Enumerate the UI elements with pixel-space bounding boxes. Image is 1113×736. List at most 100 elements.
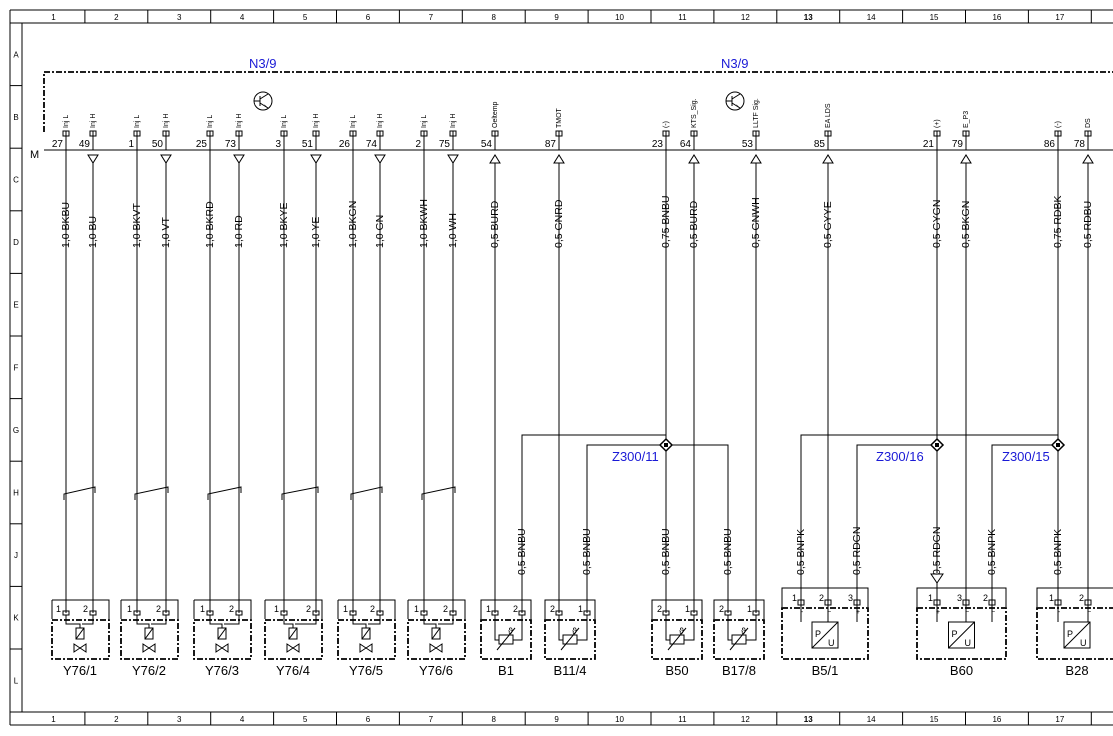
pin-arrow-down-icon	[87, 154, 99, 164]
ecu-n3-9[interactable]: N3/9 N3/9 M	[30, 56, 1113, 161]
solenoid-coil-icon	[431, 627, 441, 640]
pin-number: 75	[439, 139, 451, 150]
pin-socket	[933, 130, 941, 137]
column-number: 5	[303, 13, 308, 22]
row-letter: F	[14, 363, 19, 372]
transducer-u: U	[828, 638, 835, 648]
row-letter: L	[14, 676, 19, 685]
component-name: Y76/1	[63, 663, 97, 678]
comp-pin-number: 1	[792, 593, 797, 603]
comp-pin-number: 1	[486, 604, 491, 614]
pin-signal: Oeltemp	[492, 101, 499, 128]
comp-pin-number: 1	[747, 604, 752, 614]
thermistor-icon	[669, 634, 685, 645]
component-name: Y76/6	[419, 663, 453, 678]
comp-pin-number: 2	[1079, 593, 1084, 603]
component-housing	[193, 619, 252, 660]
row-letter: H	[13, 489, 19, 498]
connector-outline	[713, 599, 765, 619]
row-letter: G	[13, 426, 19, 435]
transducer-icon	[948, 621, 975, 649]
connector-outline	[1036, 587, 1113, 607]
valve-icon	[429, 643, 443, 653]
pin-socket	[312, 130, 320, 137]
solenoid-coil-icon	[75, 627, 85, 640]
pin-socket	[824, 130, 832, 137]
pin-socket	[662, 130, 670, 137]
comp-pin-number: 1	[414, 604, 419, 614]
column-number: 15	[930, 715, 939, 724]
solenoid-coil-icon	[431, 627, 441, 640]
pin-number: 2	[415, 139, 421, 150]
column-number: 15	[930, 13, 939, 22]
component-name: B50	[665, 663, 688, 678]
internal-wire	[295, 615, 317, 625]
transducer-p: P	[815, 629, 821, 639]
pin-signal: Inj L	[281, 115, 288, 128]
pin-arrow-down-icon	[447, 154, 459, 164]
pin-socket	[206, 130, 214, 137]
thermistor-icon	[667, 627, 687, 651]
pin-signal: Inj H	[313, 114, 320, 128]
component-housing	[781, 607, 869, 660]
internal-wire	[151, 615, 167, 625]
column-number: 9	[554, 715, 559, 724]
branch-wire-label: 0,5 BNPK	[1052, 529, 1064, 575]
pin-signal: LLTF Sig.	[753, 98, 760, 128]
pin-number: 74	[366, 139, 378, 150]
comp-pin-number: 2	[513, 604, 518, 614]
splice-label: Z300/16	[876, 449, 924, 464]
solenoid-coil-icon	[217, 627, 227, 640]
pin-arrow-up-icon	[489, 154, 501, 164]
wire	[991, 444, 1058, 593]
pin-signal: (-)	[663, 121, 670, 128]
pin-signal: DS	[1085, 118, 1092, 128]
solenoid-coil-icon	[144, 627, 154, 640]
transistor-icon	[253, 91, 273, 111]
row-letter: C	[13, 176, 19, 185]
pin-number: 3	[275, 139, 281, 150]
connector-outline	[544, 599, 596, 619]
ecu-label-right: N3/9	[721, 56, 748, 71]
branch-wire-label: 0,5 RDGN	[851, 527, 863, 575]
pin-arrow-down-icon	[233, 154, 245, 164]
internal-wire	[368, 615, 381, 625]
column-number: 7	[429, 13, 434, 22]
comp-pin-polarity: -	[1058, 609, 1061, 616]
theta-symbol: ϑ	[572, 626, 577, 636]
pin-arrow-down-icon	[160, 154, 172, 164]
pin-number: 86	[1044, 139, 1056, 150]
column-number: 6	[366, 13, 371, 22]
valve-icon	[215, 643, 229, 653]
comp-pin-polarity: −	[827, 609, 831, 616]
theta-symbol: ϑ	[679, 626, 684, 636]
pin-socket	[280, 130, 288, 137]
pin-number: 49	[79, 139, 91, 150]
column-number: 12	[741, 715, 750, 724]
transducer-u: U	[1080, 638, 1087, 648]
comp-pin-number: 2	[443, 604, 448, 614]
transducer-p: P	[952, 629, 958, 639]
column-number: 4	[240, 13, 245, 22]
connector-outline	[338, 599, 396, 619]
pin-number: 25	[196, 139, 208, 150]
internal-wire	[746, 615, 757, 641]
pin-arrow-up-icon	[688, 154, 700, 164]
theta-symbol: ϑ	[741, 626, 746, 636]
comp-pin-number: 1	[1049, 593, 1054, 603]
column-number: 16	[992, 13, 1001, 22]
